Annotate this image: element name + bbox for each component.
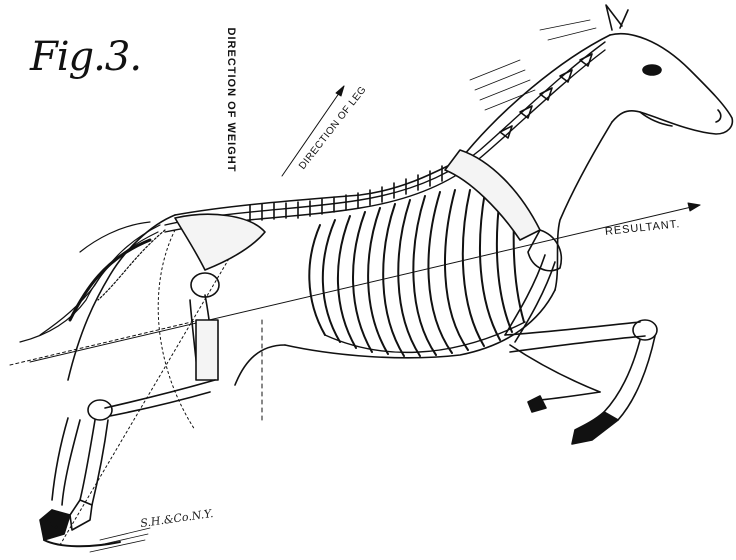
shading-hatch <box>90 20 596 552</box>
forelegs <box>505 255 657 444</box>
rib-cage <box>309 190 525 356</box>
resultant-arrowhead <box>688 203 700 211</box>
hip-arc <box>158 230 195 430</box>
figure-label: Fig.3. <box>30 34 141 80</box>
pelvis <box>175 214 265 297</box>
hind-legs <box>40 295 218 546</box>
direction-of-weight-label: DIRECTION OF WEIGHT <box>225 28 237 173</box>
force-lines <box>10 86 700 545</box>
body-axis-line <box>10 320 200 365</box>
tail <box>20 222 165 342</box>
vertebrae <box>250 54 592 222</box>
hind-leg-construction-line <box>60 240 240 545</box>
direction-of-leg-arrowhead <box>336 86 344 96</box>
